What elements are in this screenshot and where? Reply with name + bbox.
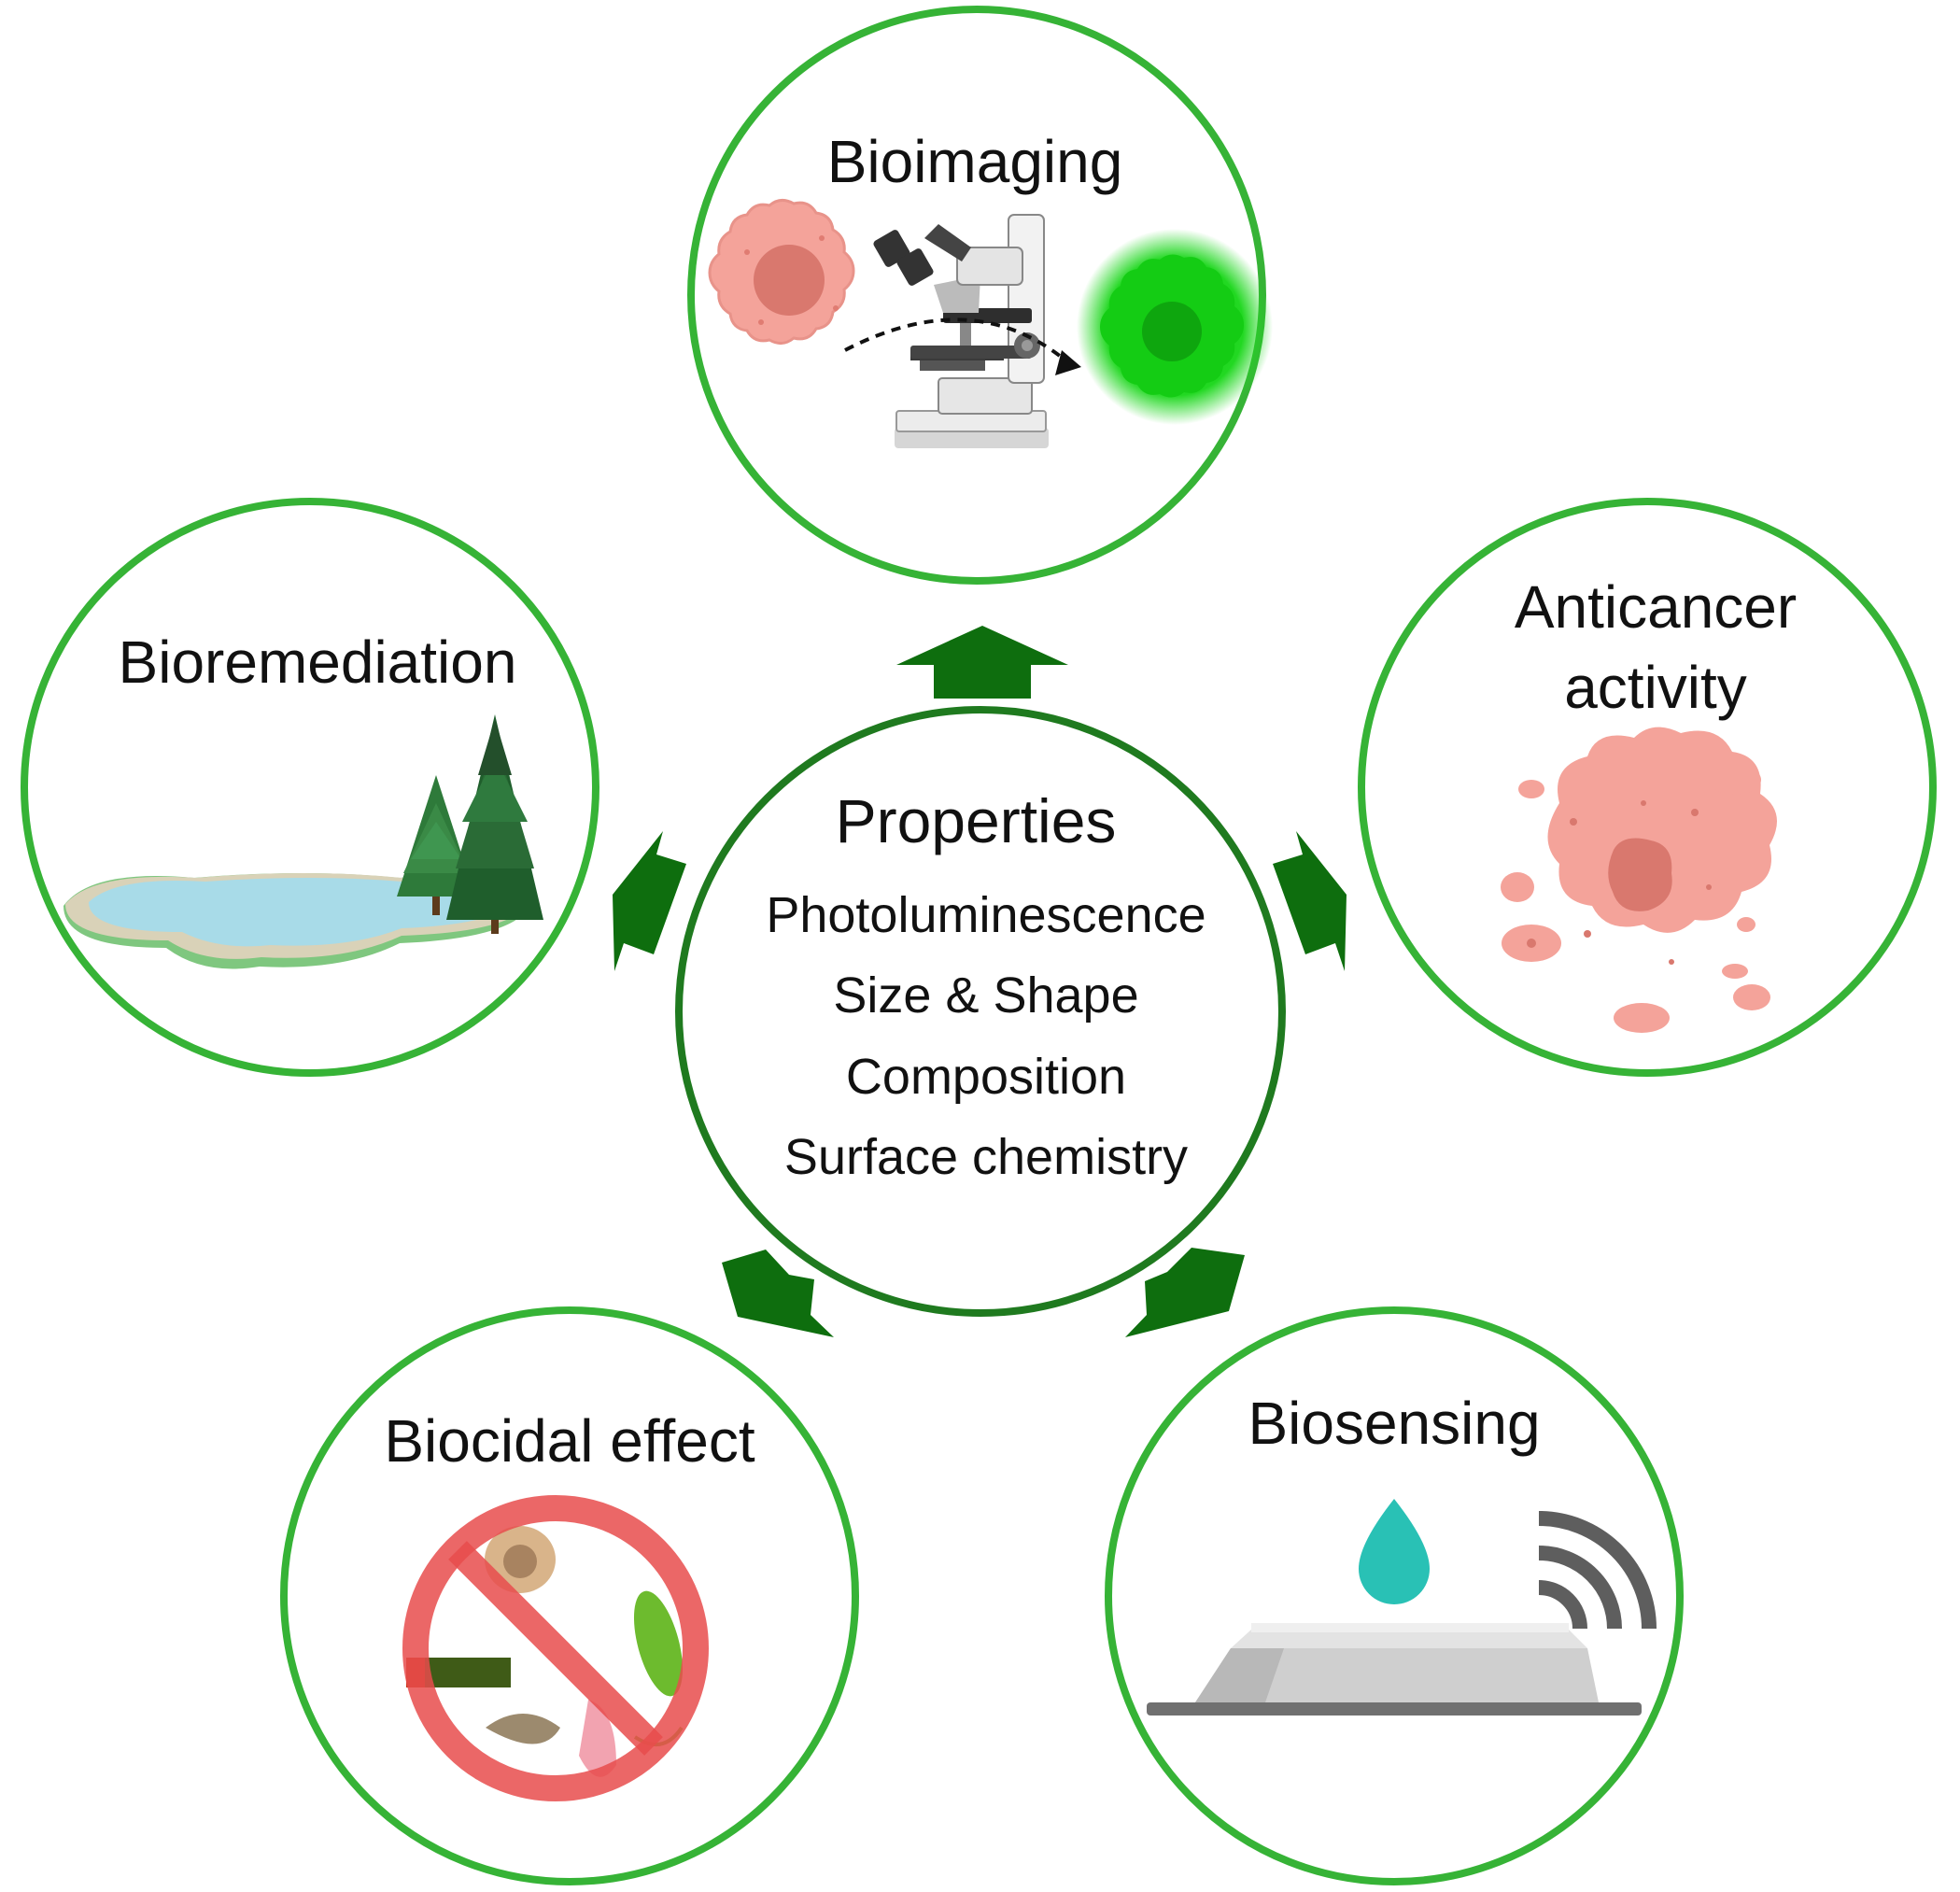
biocidal-label: Biocidal effect	[384, 1407, 755, 1475]
property-surface-chemistry: Surface chemistry	[784, 1129, 1188, 1185]
properties-node: Properties Photoluminescence Size & Shap…	[675, 706, 1286, 1317]
arrow-to-bioremediation	[613, 831, 686, 971]
biosensing-node: Biosensing	[1105, 1306, 1684, 1885]
arrow-to-anticancer	[1273, 831, 1347, 971]
cell-icon	[708, 199, 855, 345]
bioremediation-label: Bioremediation	[119, 628, 517, 696]
anticancer-label-line2: activity	[1564, 654, 1747, 721]
microscope-icon	[873, 214, 1049, 448]
anticancer-node: Anticancer activity	[1358, 498, 1937, 1077]
biosensing-label: Biosensing	[1248, 1390, 1540, 1457]
arrows	[613, 626, 1347, 1337]
arrow-to-biosensing	[1125, 1248, 1245, 1337]
bioimaging-label: Bioimaging	[827, 128, 1123, 195]
wireless-signal-icon	[1538, 1511, 1657, 1630]
anticancer-label-line1: Anticancer	[1515, 573, 1797, 641]
arrow-to-biocidal	[722, 1250, 834, 1337]
prohibition-icon	[402, 1495, 709, 1801]
sensor-device-icon	[1147, 1623, 1642, 1716]
biocidal-node: Biocidal effect	[280, 1306, 859, 1885]
tumor-cells-icon	[1501, 727, 1777, 1033]
water-drop-icon	[1359, 1499, 1430, 1604]
property-size-shape: Size & Shape	[833, 967, 1138, 1024]
bioremediation-node: Bioremediation	[21, 498, 599, 1077]
property-composition: Composition	[846, 1049, 1126, 1105]
fluorescent-cell-icon	[1077, 229, 1273, 425]
property-photoluminescence: Photoluminescence	[766, 887, 1206, 943]
arrow-to-bioimaging	[896, 626, 1068, 699]
tree-icon	[397, 714, 543, 934]
bioimaging-node: Bioimaging	[687, 6, 1273, 585]
properties-title: Properties	[836, 786, 1117, 855]
